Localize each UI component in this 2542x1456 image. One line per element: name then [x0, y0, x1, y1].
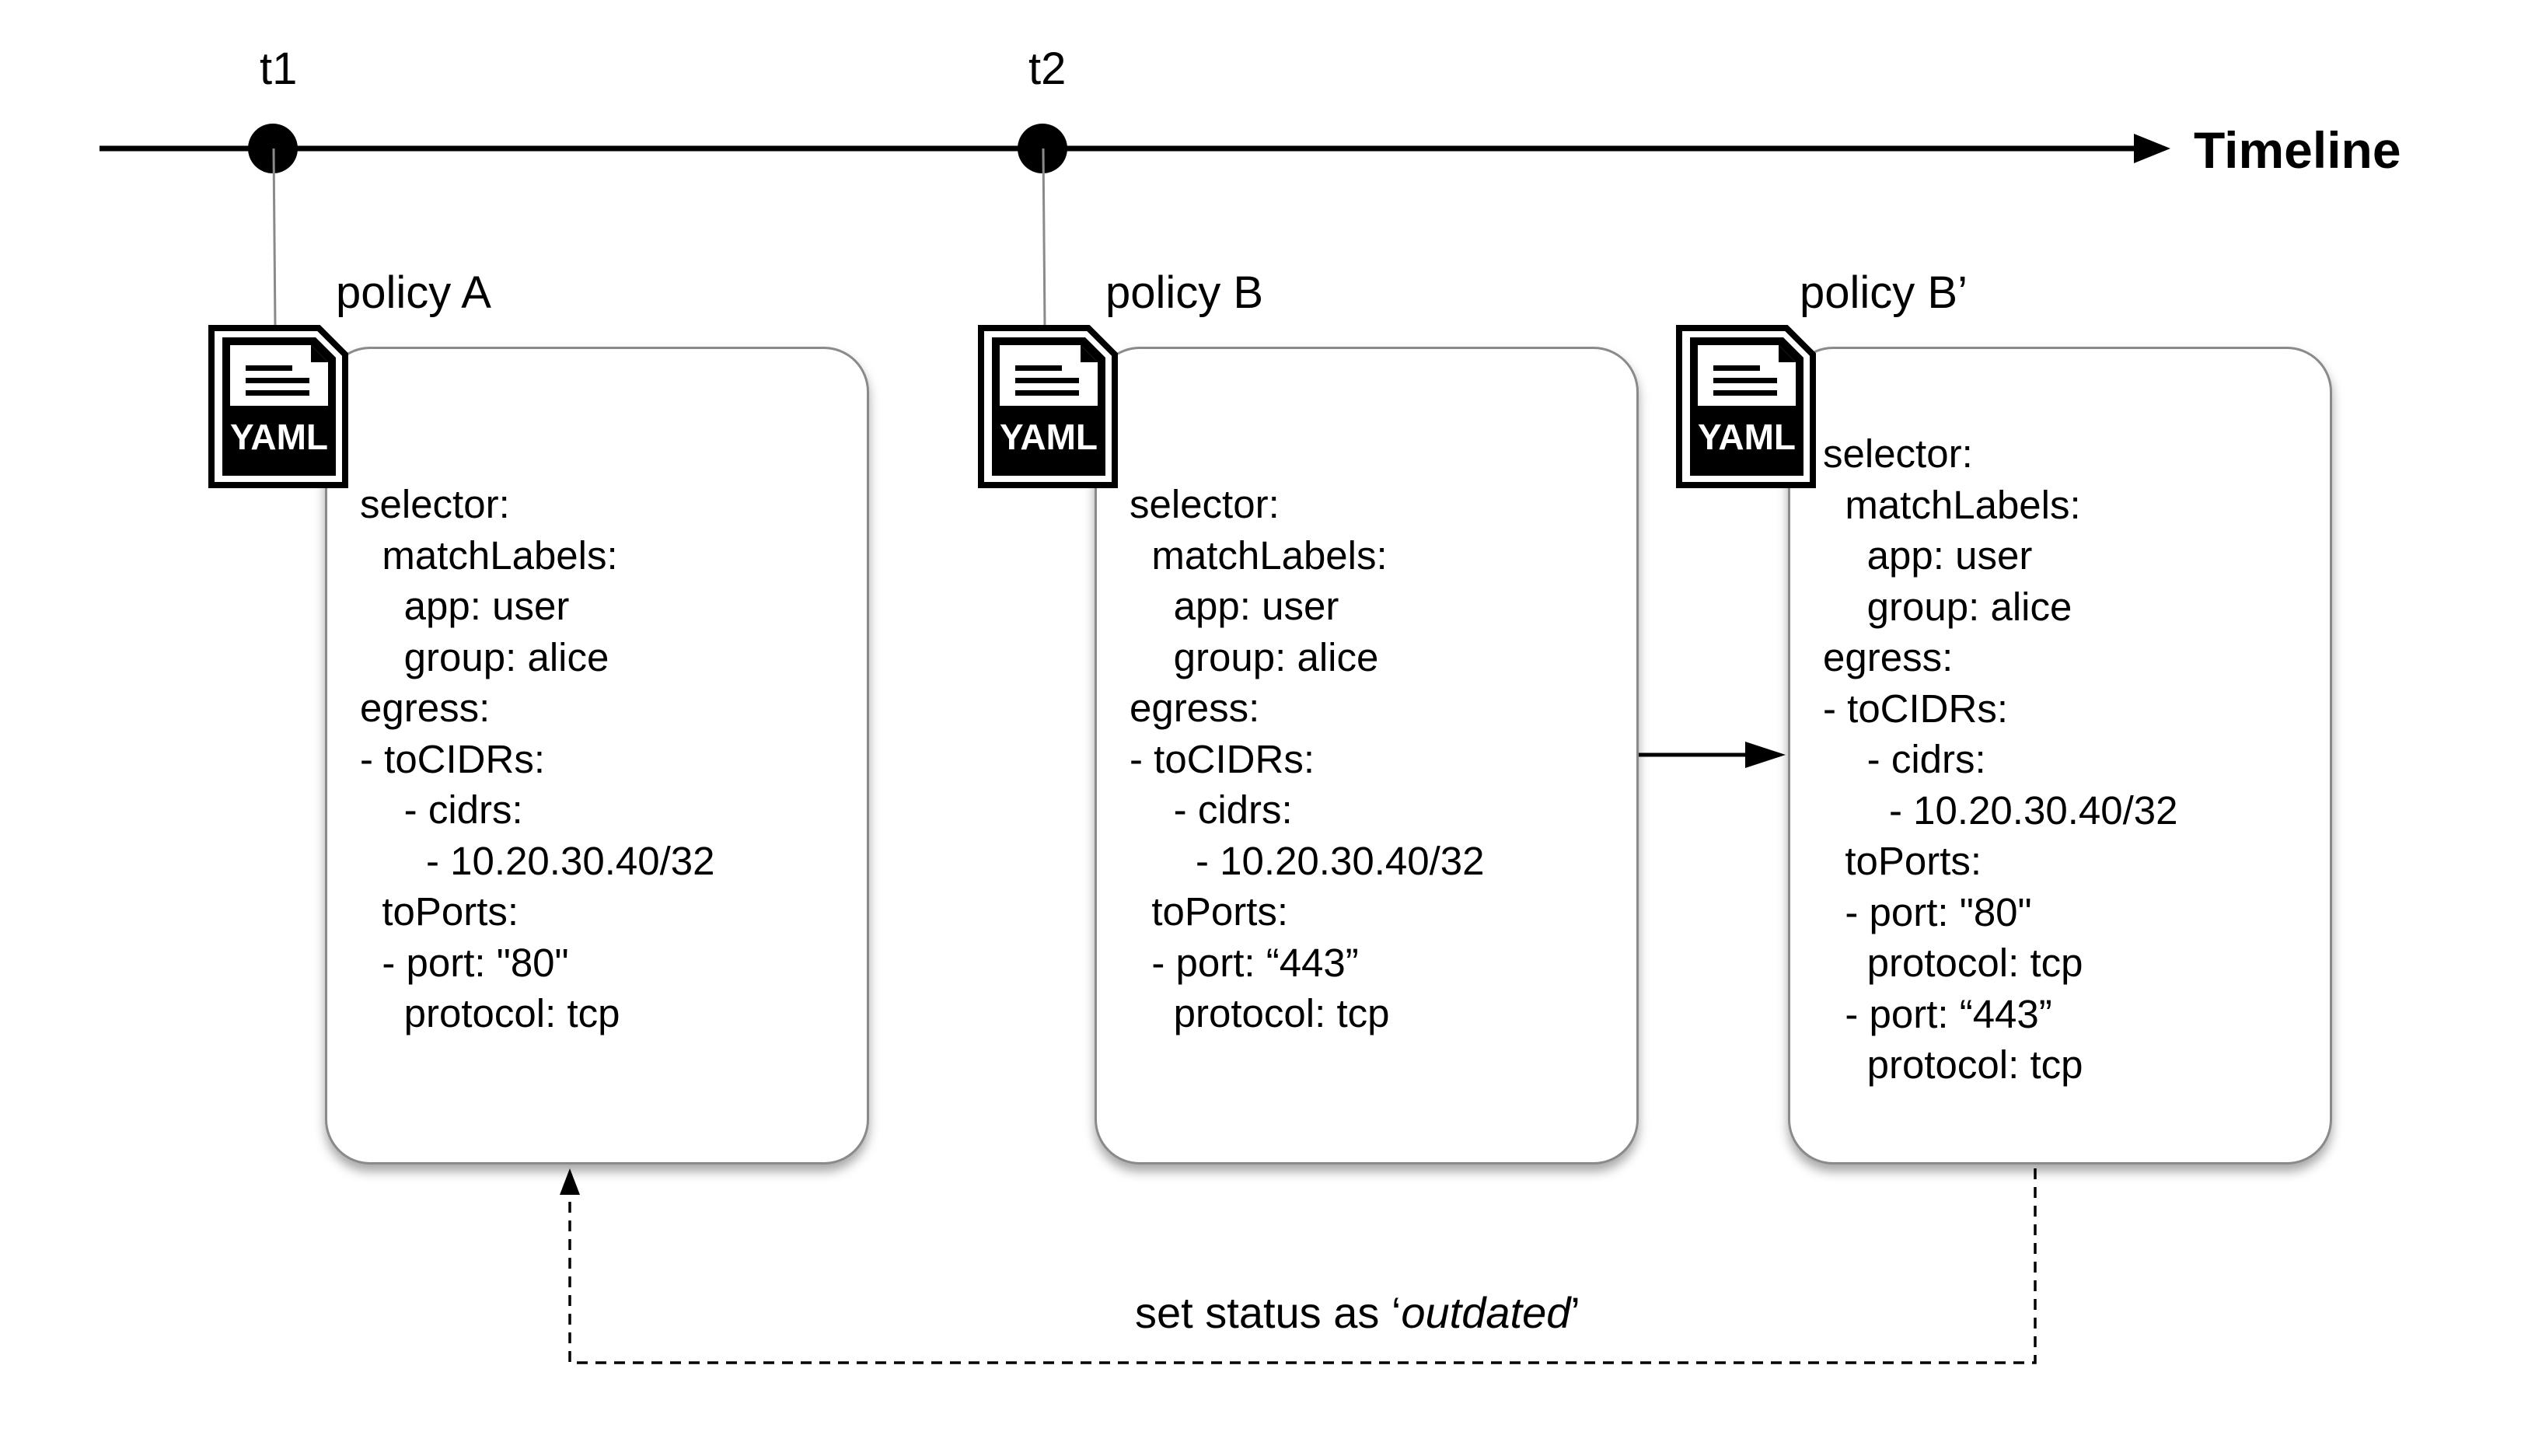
code-line: - cidrs: — [1130, 787, 1293, 832]
code-line: - toCIDRs: — [360, 736, 546, 781]
status-caption: set status as ‘outdated’ — [1135, 1287, 1580, 1338]
t1-connector — [272, 148, 277, 327]
code-line: matchLabels: — [360, 532, 618, 578]
merge-arrowhead — [1745, 742, 1786, 768]
policy-a-title: policy A — [336, 267, 491, 318]
policy-a-code: selector: matchLabels: app: user group: … — [360, 479, 715, 1039]
code-line: protocol: tcp — [360, 991, 620, 1035]
code-line: - port: “443” — [1823, 991, 2052, 1036]
policy-b-prime-code: selector: matchLabels: app: user group: … — [1823, 428, 2178, 1091]
code-line: - cidrs: — [360, 787, 523, 832]
yaml-file-icon: YAML — [208, 325, 348, 488]
code-line: - 10.20.30.40/32 — [1130, 838, 1485, 883]
status-caption-prefix: set status as ‘ — [1135, 1288, 1402, 1337]
code-line: - port: “443” — [1130, 940, 1359, 985]
timepoint-t1-dot — [248, 124, 298, 173]
code-line: matchLabels: — [1823, 482, 2081, 527]
code-line: - toCIDRs: — [1130, 736, 1315, 781]
timeline-label: Timeline — [2194, 121, 2401, 179]
code-line: egress: — [360, 686, 491, 730]
yaml-file-icon: YAML — [1676, 325, 1816, 488]
code-line: - 10.20.30.40/32 — [360, 838, 715, 883]
status-caption-suffix: ’ — [1570, 1288, 1580, 1337]
status-feedback-path — [568, 1168, 2037, 1364]
policy-b-prime-card — [1788, 347, 2332, 1164]
policy-b-prime-title: policy B’ — [1800, 267, 1968, 318]
timepoint-label-t2: t2 — [1028, 44, 1067, 94]
code-line: group: alice — [1130, 634, 1379, 679]
policy-b-card — [1095, 347, 1639, 1164]
code-line: group: alice — [1823, 584, 2072, 629]
code-line: - toCIDRs: — [1823, 686, 2009, 731]
code-line: egress: — [1130, 686, 1260, 730]
code-line: - port: "80" — [1823, 889, 2032, 934]
timepoint-t2-dot — [1018, 124, 1067, 173]
code-line: selector: — [360, 482, 510, 526]
code-line: app: user — [1823, 533, 2033, 578]
code-line: - cidrs: — [1823, 737, 1986, 781]
timepoint-label-t1: t1 — [260, 44, 298, 94]
code-line: app: user — [360, 584, 570, 628]
policy-a-card — [325, 347, 869, 1164]
status-caption-emphasis: outdated — [1401, 1288, 1571, 1337]
code-line: protocol: tcp — [1823, 1042, 2083, 1087]
code-line: matchLabels: — [1130, 532, 1388, 578]
code-line: toPorts: — [360, 889, 519, 934]
yaml-icon-text: YAML — [230, 417, 328, 457]
t2-connector — [1042, 148, 1046, 327]
timeline-arrowhead — [2134, 134, 2170, 163]
code-line: protocol: tcp — [1130, 991, 1390, 1035]
code-line: protocol: tcp — [1823, 941, 2083, 985]
code-line: - 10.20.30.40/32 — [1823, 787, 2178, 833]
yaml-file-icon: YAML — [978, 325, 1118, 488]
code-line: toPorts: — [1823, 839, 1982, 883]
code-line: selector: — [1823, 431, 1973, 476]
code-line: egress: — [1823, 635, 1954, 679]
code-line: - port: "80" — [360, 940, 569, 985]
code-line: app: user — [1130, 584, 1339, 628]
yaml-icon-text: YAML — [1698, 417, 1796, 457]
code-line: group: alice — [360, 634, 609, 679]
status-feedback-arrowhead — [560, 1168, 580, 1195]
code-line: toPorts: — [1130, 889, 1289, 934]
yaml-icon-text: YAML — [1000, 417, 1098, 457]
policy-b-title: policy B — [1105, 267, 1264, 318]
code-line: selector: — [1130, 482, 1280, 526]
policy-b-code: selector: matchLabels: app: user group: … — [1130, 479, 1485, 1039]
